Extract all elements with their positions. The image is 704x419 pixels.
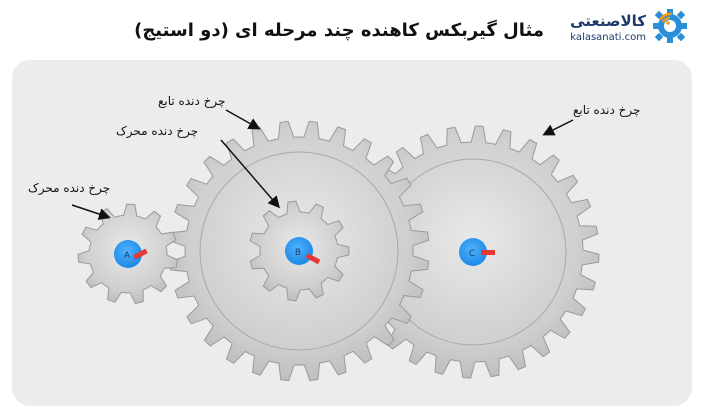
- label-driven-top: چرخ دنده تابع: [158, 94, 226, 108]
- brand-logo[interactable]: کالاصنعتی kalasanati.com: [550, 6, 690, 46]
- gear-a-pointer: [133, 248, 148, 260]
- gear-b-hub: [285, 237, 313, 265]
- label-driven-right: چرخ دنده تابع: [573, 103, 641, 117]
- arrow-driven-top: [225, 109, 261, 130]
- arrow-driver-middle: [220, 139, 280, 209]
- arrow-driver-left: [71, 204, 111, 220]
- gear-b-hub-label: B: [295, 248, 301, 258]
- gear-c-hub-label: C: [469, 249, 475, 259]
- logo-site: kalasanati.com: [570, 32, 646, 43]
- header: مثال گیربکس کاهنده چند مرحله ای (دو استی…: [0, 0, 704, 60]
- arrow-driven-right: [542, 119, 574, 136]
- label-driver-middle: چرخ دنده محرک: [116, 124, 199, 138]
- gear-c-hub: [459, 238, 487, 266]
- logo-name: کالاصنعتی: [570, 12, 646, 30]
- page-title: مثال گیربکس کاهنده چند مرحله ای (دو استی…: [134, 20, 544, 41]
- gear-b-inner-ring: [199, 151, 399, 351]
- gear-a-hub: [114, 240, 142, 268]
- gear-a-hub-label: A: [124, 251, 131, 261]
- gear-b-pointer: [305, 253, 321, 265]
- label-driver-left: چرخ دنده محرک: [28, 181, 111, 195]
- gear-c-pointer: [481, 250, 495, 255]
- gear-wifi-icon: [653, 9, 687, 43]
